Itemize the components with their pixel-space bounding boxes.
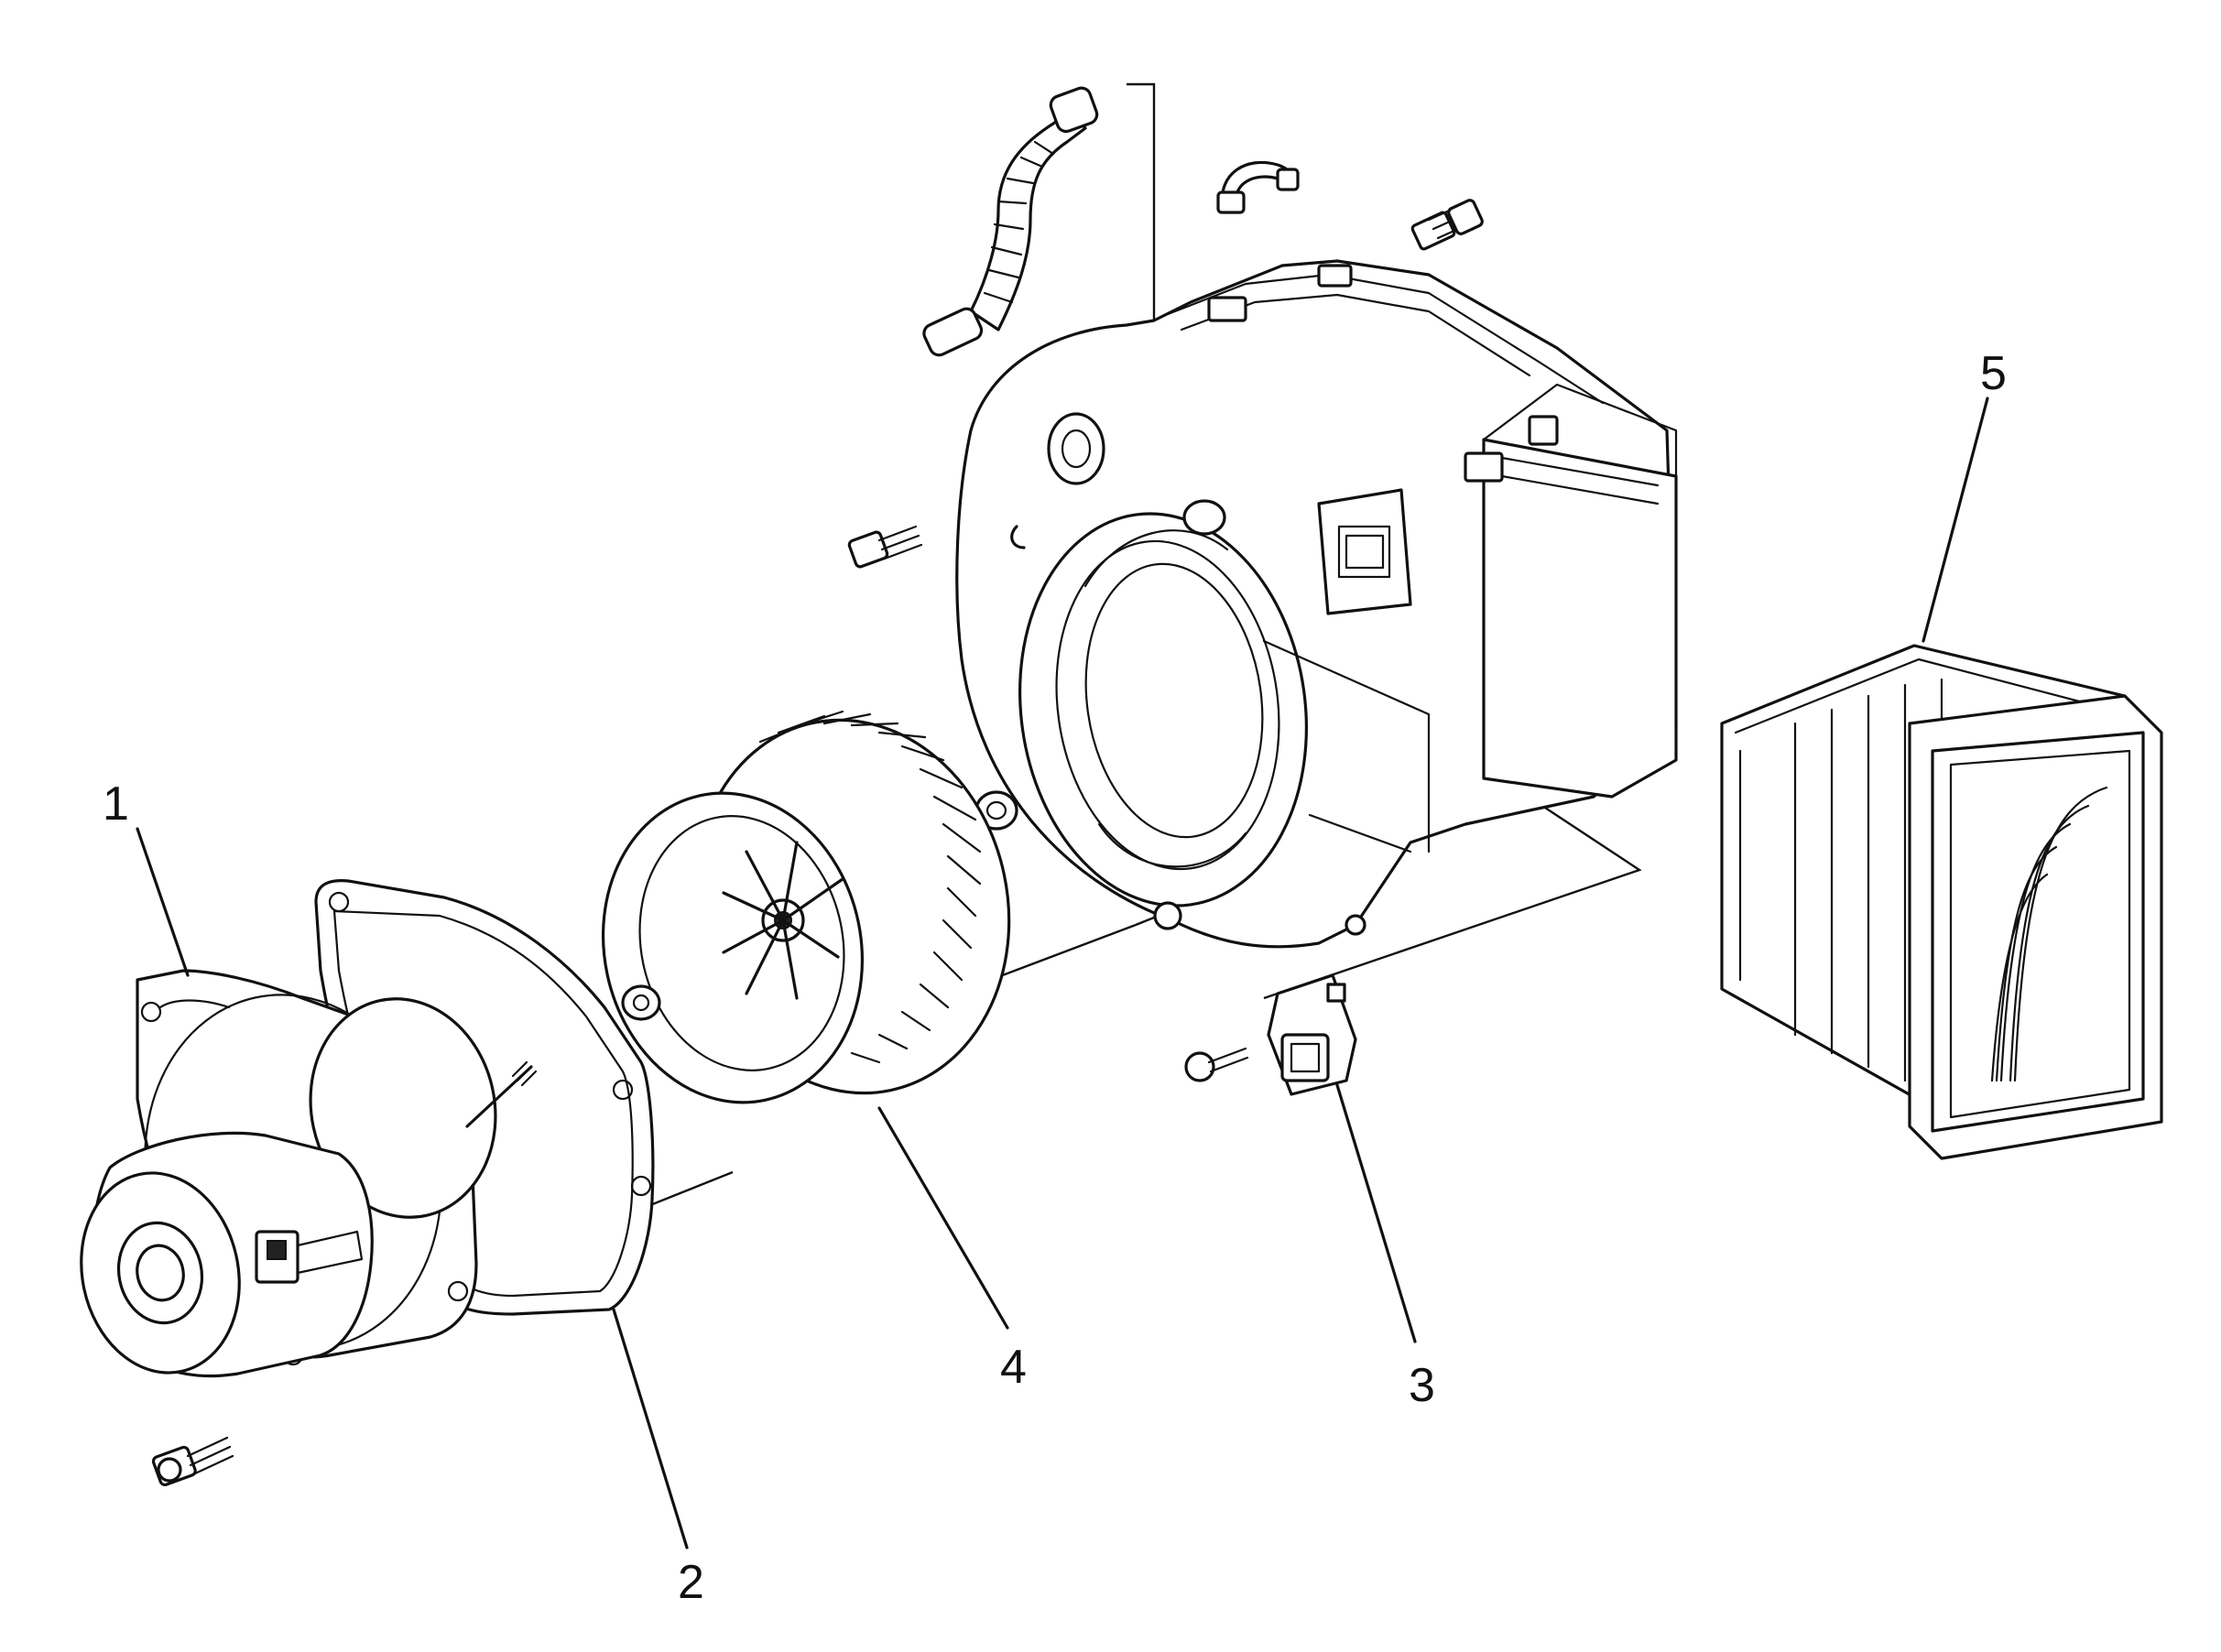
fan-blades — [758, 710, 982, 1064]
leader-3 — [1335, 1083, 1417, 1343]
screw-housing-left — [847, 525, 923, 569]
leader-1 — [136, 827, 190, 977]
leader-2 — [612, 1308, 689, 1549]
leader-lines — [136, 397, 1989, 1549]
blower-resistor — [1267, 973, 1357, 1096]
screw-top-right — [1410, 199, 1484, 251]
fan-wheel — [601, 710, 1011, 1104]
intake-bellows — [1720, 644, 2163, 1160]
leader-4 — [877, 1106, 1009, 1330]
screw-motor — [151, 1436, 234, 1487]
fan-hub — [722, 841, 844, 1000]
callout-5: 5 — [1980, 347, 2007, 400]
callout-2: 2 — [678, 1556, 704, 1609]
drain-hose — [922, 86, 1099, 357]
leader-5 — [1922, 397, 1989, 643]
callout-labels: 1 2 3 4 5 — [103, 347, 2007, 1609]
callout-4: 4 — [1000, 1341, 1027, 1394]
callout-3: 3 — [1409, 1359, 1435, 1412]
callout-1: 1 — [103, 777, 129, 831]
hose-clip — [1216, 160, 1300, 214]
blower-housing — [955, 259, 1678, 949]
screw-resistor — [1184, 1047, 1249, 1082]
blower-motor — [80, 969, 538, 1378]
